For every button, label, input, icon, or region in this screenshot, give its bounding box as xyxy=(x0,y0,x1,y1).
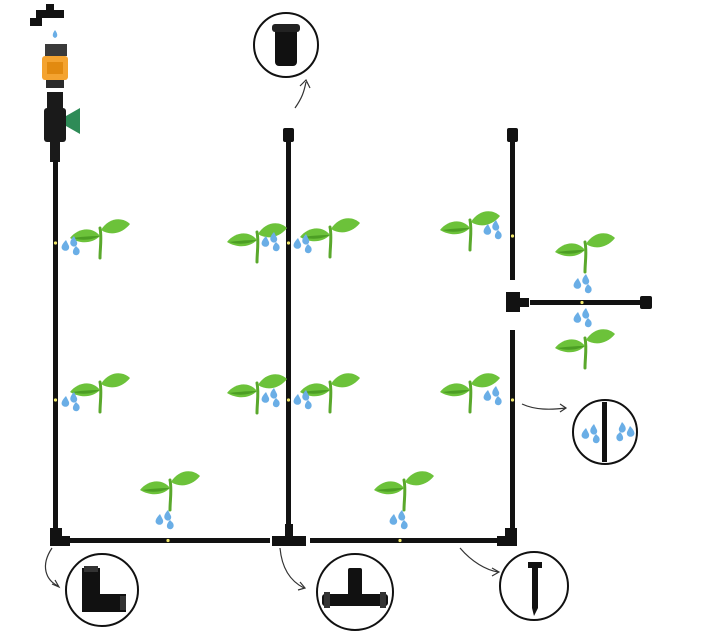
elbow-connector-icon xyxy=(44,547,139,627)
seedlings xyxy=(61,209,617,530)
end-plug-icon xyxy=(253,12,319,109)
pipe-network xyxy=(50,128,652,546)
emitters xyxy=(53,234,584,543)
water-tap-icon xyxy=(30,4,64,38)
hose-connector-icon xyxy=(42,44,68,88)
shutoff-valve-icon xyxy=(44,92,80,162)
stake-holder-icon xyxy=(459,547,569,621)
tee-connector-icon xyxy=(279,547,394,631)
dripper-closeup-icon xyxy=(521,399,638,465)
